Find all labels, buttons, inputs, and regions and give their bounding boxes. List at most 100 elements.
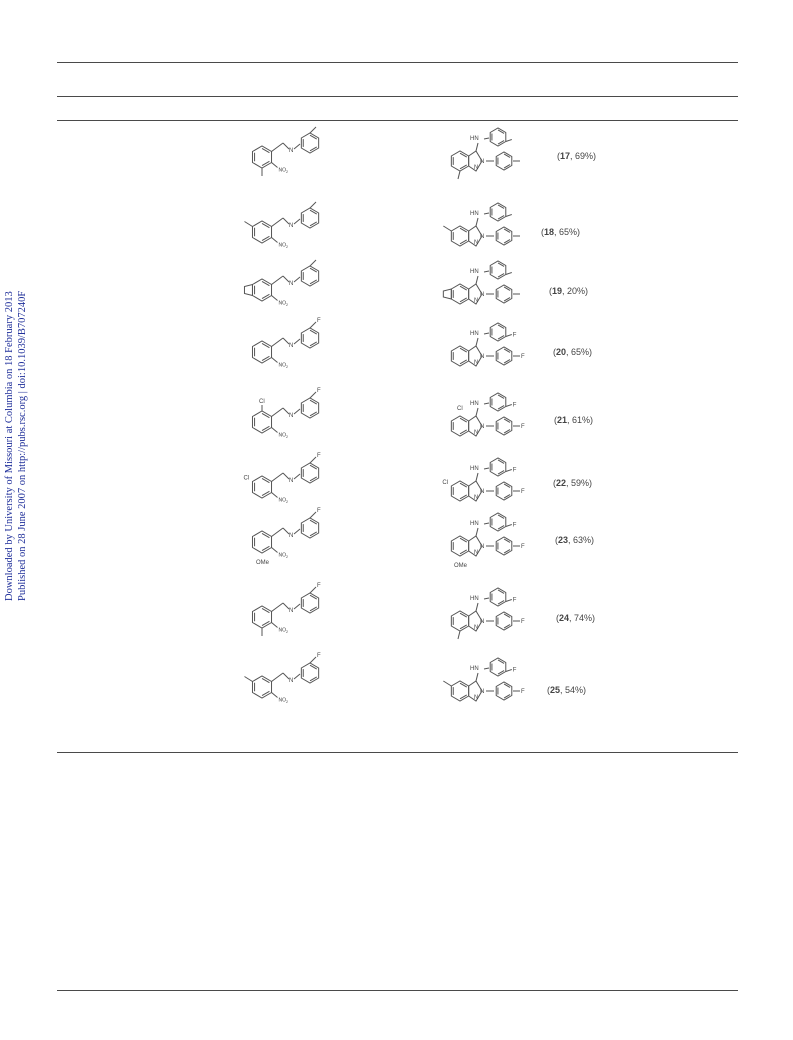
indazole-double-bond <box>459 682 468 688</box>
amine-aryl-double-bond <box>497 659 505 664</box>
n2-aryl-double-bond <box>503 239 511 244</box>
n-aryl-bond <box>293 143 301 150</box>
amine-aryl-para-bond <box>505 404 512 407</box>
n-aryl-ring <box>300 207 320 229</box>
amine-aryl-double-bond <box>497 525 505 530</box>
fluoro-label: F <box>317 508 321 514</box>
indazole-benzo-ring <box>450 680 470 702</box>
amine-aryl-double-bond <box>497 129 505 134</box>
nitro-label: NO2 <box>279 243 289 250</box>
indazole-n1-label: N <box>474 360 478 366</box>
amine-label: HN <box>470 401 479 407</box>
methyl-bond <box>244 676 253 682</box>
imine-bond <box>282 527 290 535</box>
n2-aryl-ring <box>495 611 513 631</box>
amine-aryl-ring <box>489 260 507 280</box>
n2-aryl-double-bond <box>503 483 511 488</box>
n2-aryl-double-bond <box>503 297 511 302</box>
imine-bond <box>282 142 290 150</box>
nitro-label: NO2 <box>279 628 289 635</box>
n2-aryl-double-bond <box>503 228 511 233</box>
pyrazole-ring <box>468 480 483 502</box>
nitro-bond <box>271 295 278 301</box>
amine-aryl-double-bond <box>497 470 505 475</box>
amine-aryl-para-bond <box>505 469 512 472</box>
n-aryl-double-bond <box>309 411 318 417</box>
amine-aryl-double-bond <box>497 589 505 594</box>
nitro-label: NO2 <box>279 301 289 308</box>
reactant-aryl-ring <box>251 475 273 499</box>
amine-aryl-double-bond <box>497 262 505 267</box>
indazole-n2-label: N <box>480 689 484 695</box>
n2-aryl-fluoro-label: F <box>521 544 525 550</box>
nitro-label: NO2 <box>279 553 289 560</box>
amine-aryl-ring <box>489 512 507 532</box>
page-footer-rule <box>57 990 738 991</box>
n2-aryl-double-bond <box>503 683 511 688</box>
n-aryl-double-bond <box>309 519 318 525</box>
amine-aryl-fluoro-label: F <box>513 523 517 529</box>
indazole-n2-label: N <box>480 292 484 298</box>
compound-number: 18 <box>544 227 555 237</box>
n2-aryl-fluoro-label: F <box>521 424 525 430</box>
amine-aryl-para-bond <box>505 669 512 672</box>
reactant-aryl-ring <box>251 340 273 364</box>
amine-aryl-double-bond <box>497 204 505 209</box>
product-result: (22, 59%) <box>553 478 593 488</box>
imine-nitrogen-label: N <box>289 533 293 539</box>
imine-arm <box>271 217 284 227</box>
product-result: (21, 61%) <box>554 415 594 425</box>
nitro-bond <box>271 547 278 553</box>
n-aryl-bond <box>293 473 301 480</box>
compound-number: 22 <box>556 478 567 488</box>
pyrazole-ring <box>468 415 483 437</box>
reactant-ring-double-bond <box>261 477 270 484</box>
methoxy-label: OMe <box>256 560 270 566</box>
amine-aryl-double-bond <box>497 335 505 340</box>
yield-value: 61% <box>572 415 591 425</box>
amine-aryl-ring <box>489 657 507 677</box>
n-aryl-ring <box>300 592 320 614</box>
n-aryl-double-bond <box>309 267 318 273</box>
amine-aryl-ring <box>489 587 507 607</box>
indazole-double-bond <box>459 612 468 618</box>
compound-number: 23 <box>558 535 569 545</box>
methyl-bond <box>443 680 452 687</box>
imine-nitrogen-label: N <box>289 478 293 484</box>
imine-nitrogen-label: N <box>289 281 293 287</box>
amine-bond <box>475 217 479 227</box>
n2-aryl-ring <box>495 536 513 556</box>
chloro-label: Cl <box>457 406 463 412</box>
indazole-benzo-ring <box>450 345 470 367</box>
chloro-label: Cl <box>442 480 448 486</box>
nitro-label: NO2 <box>279 698 289 705</box>
amine-aryl-para-bond <box>505 139 512 142</box>
para-substituent-bond <box>309 456 317 464</box>
amine-aryl-ring <box>489 392 507 412</box>
para-substituent-bond <box>309 391 317 399</box>
yield-value: 65% <box>559 227 578 237</box>
compound-number: 17 <box>560 151 571 161</box>
n-aryl-bond <box>293 528 301 535</box>
para-substituent-bond <box>309 201 317 209</box>
n-aryl-bond <box>293 218 301 225</box>
amine-aryl-bond <box>483 667 490 670</box>
indazole-double-bond <box>459 494 468 500</box>
reactant-ring-double-bond <box>261 293 270 300</box>
yield-value: 20% <box>567 286 586 296</box>
indazole-benzo-ring <box>450 283 470 305</box>
para-substituent-bond <box>309 259 317 267</box>
product-result: (24, 74%) <box>556 613 596 623</box>
amine-label: HN <box>470 331 479 337</box>
imine-bond <box>282 602 290 610</box>
yield-value: 74% <box>574 613 593 623</box>
